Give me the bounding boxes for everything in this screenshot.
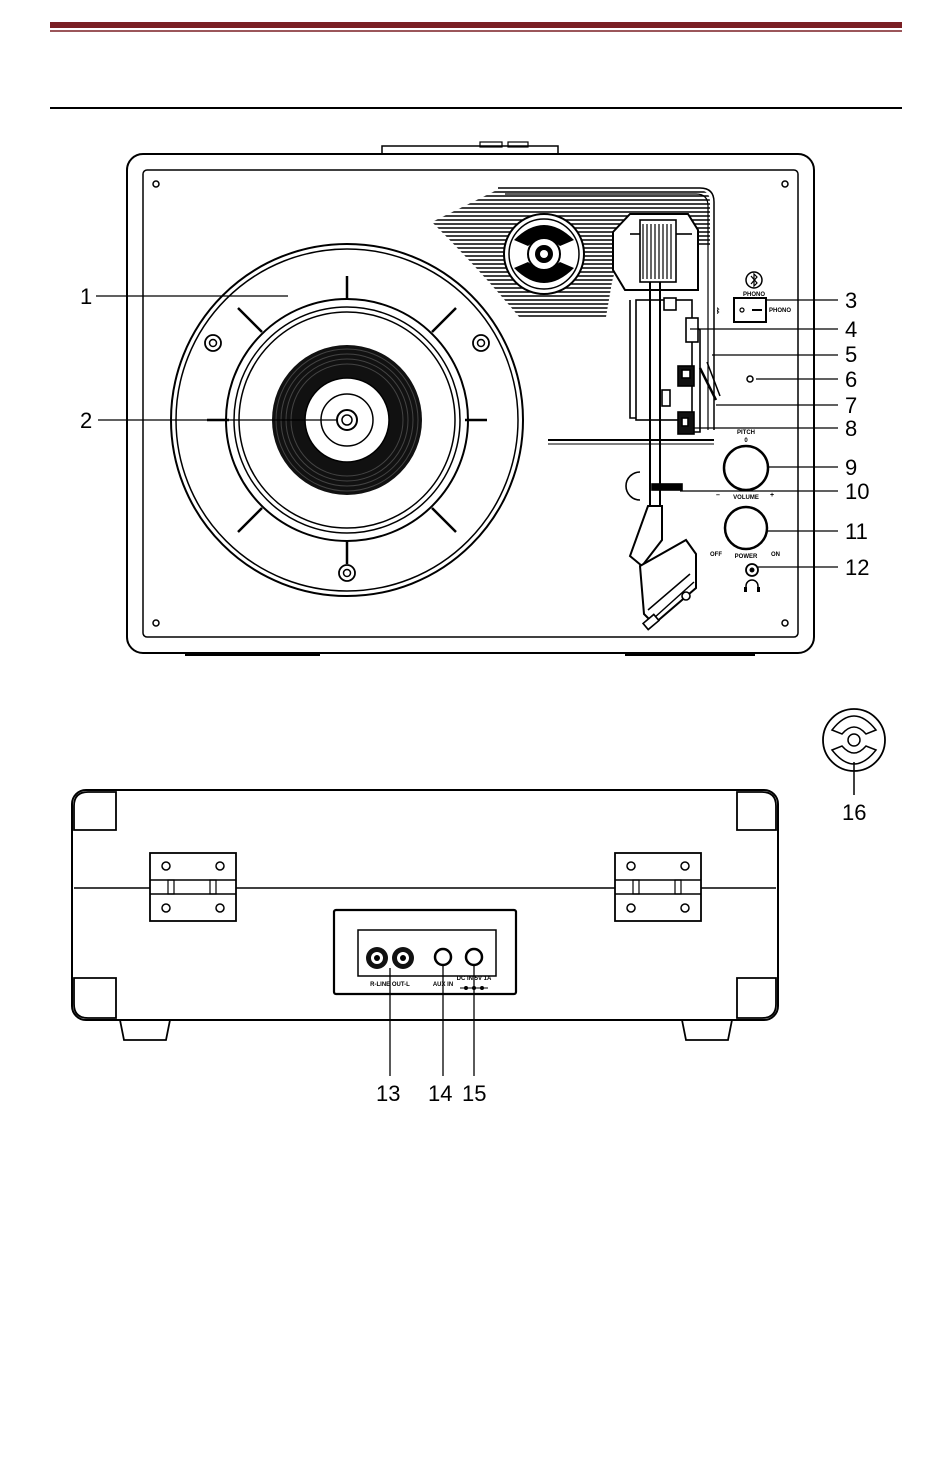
callout-14: 14 — [428, 1081, 452, 1106]
callout-2: 2 — [80, 408, 92, 433]
pitch-zero-label: 0 — [744, 438, 748, 444]
callout-10: 10 — [845, 479, 869, 504]
callout-13: 13 — [376, 1081, 400, 1106]
aux-in-jack[interactable] — [435, 949, 451, 965]
bluetooth-small-icon: ᛒ — [716, 307, 720, 315]
indicator-led — [747, 376, 753, 382]
callout-3: 3 — [845, 288, 857, 313]
volume-plus-label: + — [770, 492, 774, 499]
callout-7: 7 — [845, 393, 857, 418]
turntable-back-view — [72, 790, 778, 1040]
rpm-adapter — [823, 709, 885, 795]
turntable-top-view — [127, 142, 814, 655]
headphone-icon — [746, 580, 758, 590]
volume-minus-label: – — [716, 492, 720, 499]
on-label: ON — [771, 552, 780, 558]
callout-5: 5 — [845, 342, 857, 367]
header-rule — [50, 22, 902, 28]
connectors: R-LINE OUT-L AUX IN DC IN 5V 1A — [366, 947, 492, 990]
volume-label: VOLUME — [733, 495, 759, 501]
outer-case — [127, 154, 814, 653]
callout-12: 12 — [845, 555, 869, 580]
callout-15: 15 — [462, 1081, 486, 1106]
callout-6: 6 — [845, 367, 857, 392]
callout-9: 9 — [845, 455, 857, 480]
power-knob[interactable] — [725, 507, 767, 549]
tone-arm — [613, 214, 720, 630]
phono-side-label: PHONO — [769, 308, 791, 314]
controls: PHONO PHONO ᛒ PITCH 0 – VOLUME + OFF POW… — [710, 272, 791, 592]
adapter-holder — [504, 214, 584, 294]
callout-11: 11 — [845, 519, 868, 544]
pitch-label: PITCH — [737, 430, 755, 436]
callout-16: 16 — [842, 800, 866, 825]
volume-knob[interactable] — [724, 446, 768, 490]
top-handle — [382, 146, 558, 154]
dc-in-jack[interactable] — [466, 949, 482, 965]
callout-4: 4 — [845, 317, 857, 342]
callout-1: 1 — [80, 284, 92, 309]
off-label: OFF — [710, 552, 722, 558]
power-label: POWER — [735, 554, 758, 560]
callout-8: 8 — [845, 416, 857, 441]
